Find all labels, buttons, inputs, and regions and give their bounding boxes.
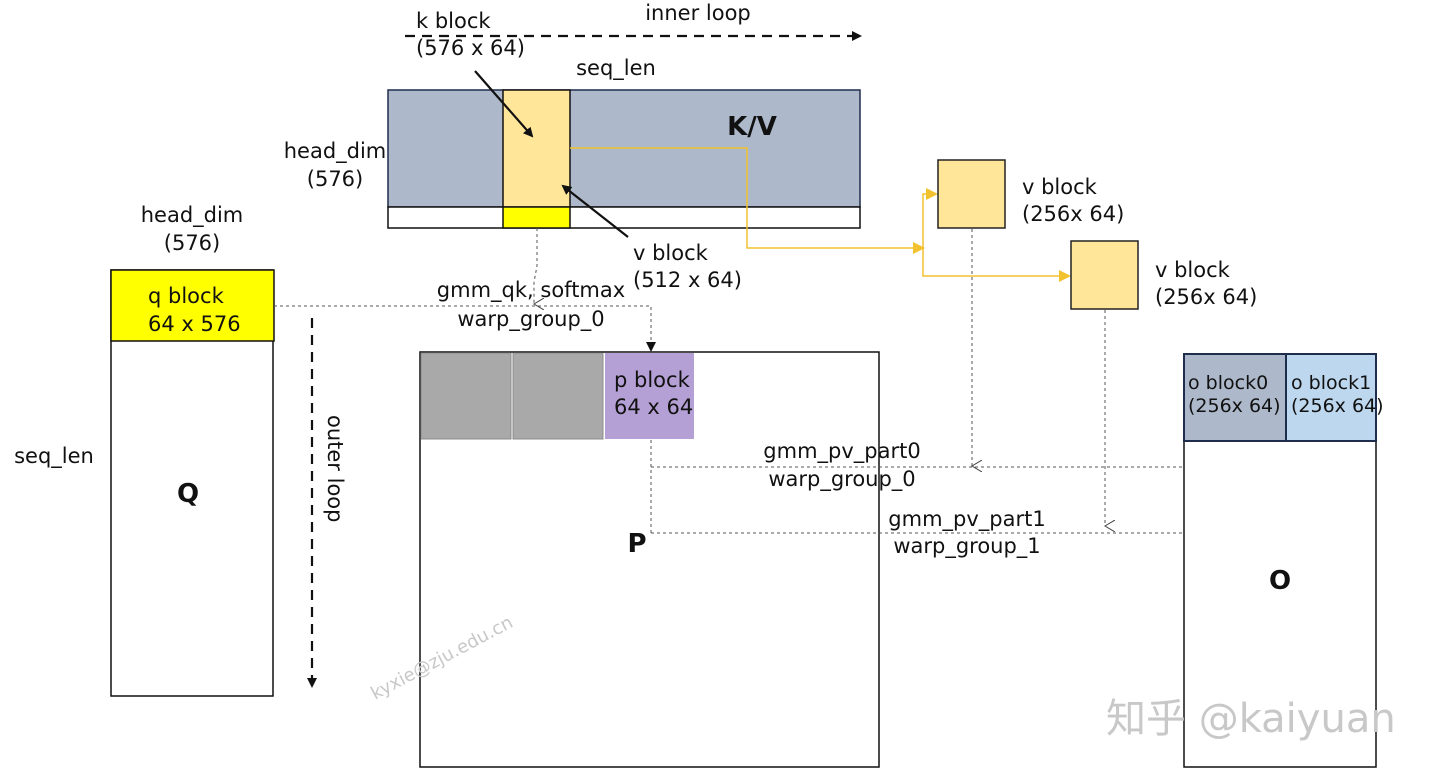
k-block-rope [502, 206, 571, 229]
v-block-label: v block [633, 241, 709, 265]
q-title: Q [177, 479, 199, 509]
v-split-arrows [570, 147, 1071, 282]
kv-dim-label: head_dim [284, 139, 387, 164]
p-block-done-1 [512, 352, 604, 440]
k-block [502, 89, 571, 208]
kv-matrix [387, 89, 861, 229]
kv-seq-label: seq_len [576, 56, 656, 81]
kv-title: K/V [727, 112, 777, 142]
v-block-1 [1070, 240, 1139, 310]
v-block-0-label: v block [1022, 175, 1098, 199]
o-title: O [1269, 566, 1291, 596]
p-title: P [627, 529, 646, 559]
v-block-pointer-arrow [561, 184, 629, 238]
q-block-size: 64 x 576 [148, 312, 241, 336]
pv1-op-group: warp_group_1 [893, 534, 1040, 559]
o-block-0-label: o block0 [1188, 372, 1268, 394]
pv1-op-label: gmm_pv_part1 [888, 507, 1045, 532]
v-block-1-label: v block [1155, 258, 1231, 282]
q-block-label: q block [148, 284, 225, 308]
zhihu-watermark: 知乎 @kaiyuan [1106, 696, 1396, 742]
o-block-1 [1285, 353, 1377, 442]
v-block-size: (512 x 64) [633, 268, 742, 292]
k-block-size: (576 x 64) [416, 36, 525, 60]
o-block-0-size: (256x 64) [1188, 395, 1281, 417]
p-block-size: 64 x 64 [614, 395, 693, 419]
p-block [605, 353, 694, 439]
kv-dim-value: (576) [307, 167, 363, 191]
q-seq-label: seq_len [14, 444, 94, 469]
k-block-pointer-arrow [474, 70, 534, 138]
p-block-done-0 [420, 352, 512, 440]
p-block-label: p block [614, 368, 691, 392]
o-block-0 [1183, 353, 1287, 442]
o-block-1-size: (256x 64) [1291, 395, 1384, 417]
v-block-1-size: (256x 64) [1155, 285, 1257, 309]
q-dim-value: (576) [164, 231, 220, 255]
outer-loop-label: outer loop [323, 415, 347, 522]
q-dim-label: head_dim [141, 203, 244, 228]
k-block-label: k block [416, 9, 491, 33]
v-block-0 [937, 159, 1006, 229]
qk-op-group: warp_group_0 [457, 307, 604, 332]
qk-connectors [274, 228, 656, 352]
qk-op-label: gmm_qk, softmax [437, 278, 625, 303]
v-block-0-size: (256x 64) [1022, 202, 1124, 226]
pv0-op-group: warp_group_0 [768, 467, 915, 492]
inner-loop-label: inner loop [645, 1, 751, 25]
pv0-op-label: gmm_pv_part0 [763, 439, 920, 464]
o-block-1-label: o block1 [1291, 372, 1371, 394]
